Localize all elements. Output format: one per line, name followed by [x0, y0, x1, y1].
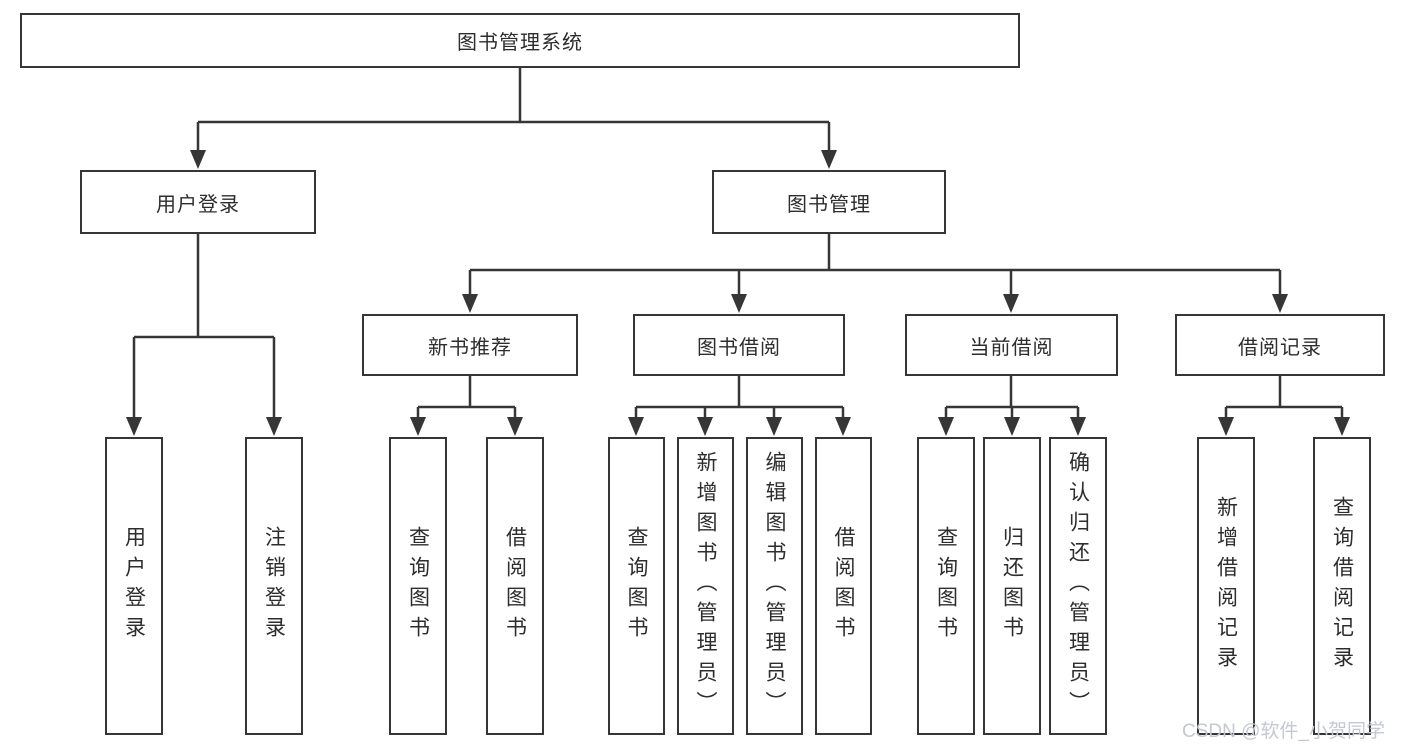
leaf-borrow-books-recommend-label: 借阅图书 [503, 526, 527, 646]
node-borrow-records: 借阅记录 [1175, 314, 1385, 376]
leaf-query-books-recommend: 查询图书 [389, 437, 447, 735]
node-book-management: 图书管理 [712, 170, 946, 234]
leaf-edit-books-admin: 编辑图书（管理员） [746, 437, 803, 735]
node-current-borrow: 当前借阅 [905, 314, 1118, 376]
leaf-confirm-return-admin-label: 确认归还（管理员） [1066, 451, 1090, 721]
node-borrow-records-label: 借阅记录 [1238, 336, 1322, 359]
node-new-book-recommend: 新书推荐 [362, 314, 578, 376]
node-user-login-label: 用户登录 [156, 193, 240, 216]
node-new-book-recommend-label: 新书推荐 [428, 336, 512, 359]
node-book-borrow: 图书借阅 [633, 314, 845, 376]
leaf-add-books-admin: 新增图书（管理员） [677, 437, 734, 735]
leaf-add-books-admin-label: 新增图书（管理员） [694, 451, 717, 721]
leaf-return-books: 归还图书 [983, 437, 1041, 735]
node-book-management-label: 图书管理 [787, 193, 871, 216]
leaf-query-books-recommend-label: 查询图书 [406, 526, 430, 646]
node-current-borrow-label: 当前借阅 [969, 336, 1054, 359]
leaf-borrow-books: 借阅图书 [815, 437, 872, 735]
leaf-confirm-return-admin: 确认归还（管理员） [1049, 437, 1107, 735]
leaf-query-borrow-record-label: 查询借阅记录 [1330, 496, 1354, 676]
csdn-watermark: CSDN @软件_小贺同学 [1182, 721, 1385, 742]
leaf-user-login: 用户登录 [105, 437, 163, 735]
leaf-query-borrow-record: 查询借阅记录 [1313, 437, 1371, 735]
leaf-edit-books-admin-label: 编辑图书（管理员） [763, 451, 786, 721]
leaf-query-books-borrow: 查询图书 [608, 437, 665, 735]
leaf-logout-label: 注销登录 [262, 526, 286, 646]
leaf-logout: 注销登录 [245, 437, 303, 735]
leaf-return-books-label: 归还图书 [1000, 526, 1024, 646]
leaf-borrow-books-recommend: 借阅图书 [486, 437, 544, 735]
leaf-query-books-current: 查询图书 [917, 437, 975, 735]
node-user-login: 用户登录 [80, 170, 316, 234]
node-book-borrow-label: 图书借阅 [697, 336, 781, 359]
leaf-user-login-label: 用户登录 [122, 526, 146, 646]
leaf-borrow-books-label: 借阅图书 [832, 526, 855, 646]
leaf-add-borrow-record-label: 新增借阅记录 [1214, 496, 1238, 676]
leaf-query-books-current-label: 查询图书 [934, 526, 958, 646]
node-root-label: 图书管理系统 [457, 32, 583, 54]
leaf-query-books-borrow-label: 查询图书 [625, 526, 648, 646]
leaf-add-borrow-record: 新增借阅记录 [1197, 437, 1255, 735]
node-root-library-system: 图书管理系统 [20, 13, 1020, 68]
